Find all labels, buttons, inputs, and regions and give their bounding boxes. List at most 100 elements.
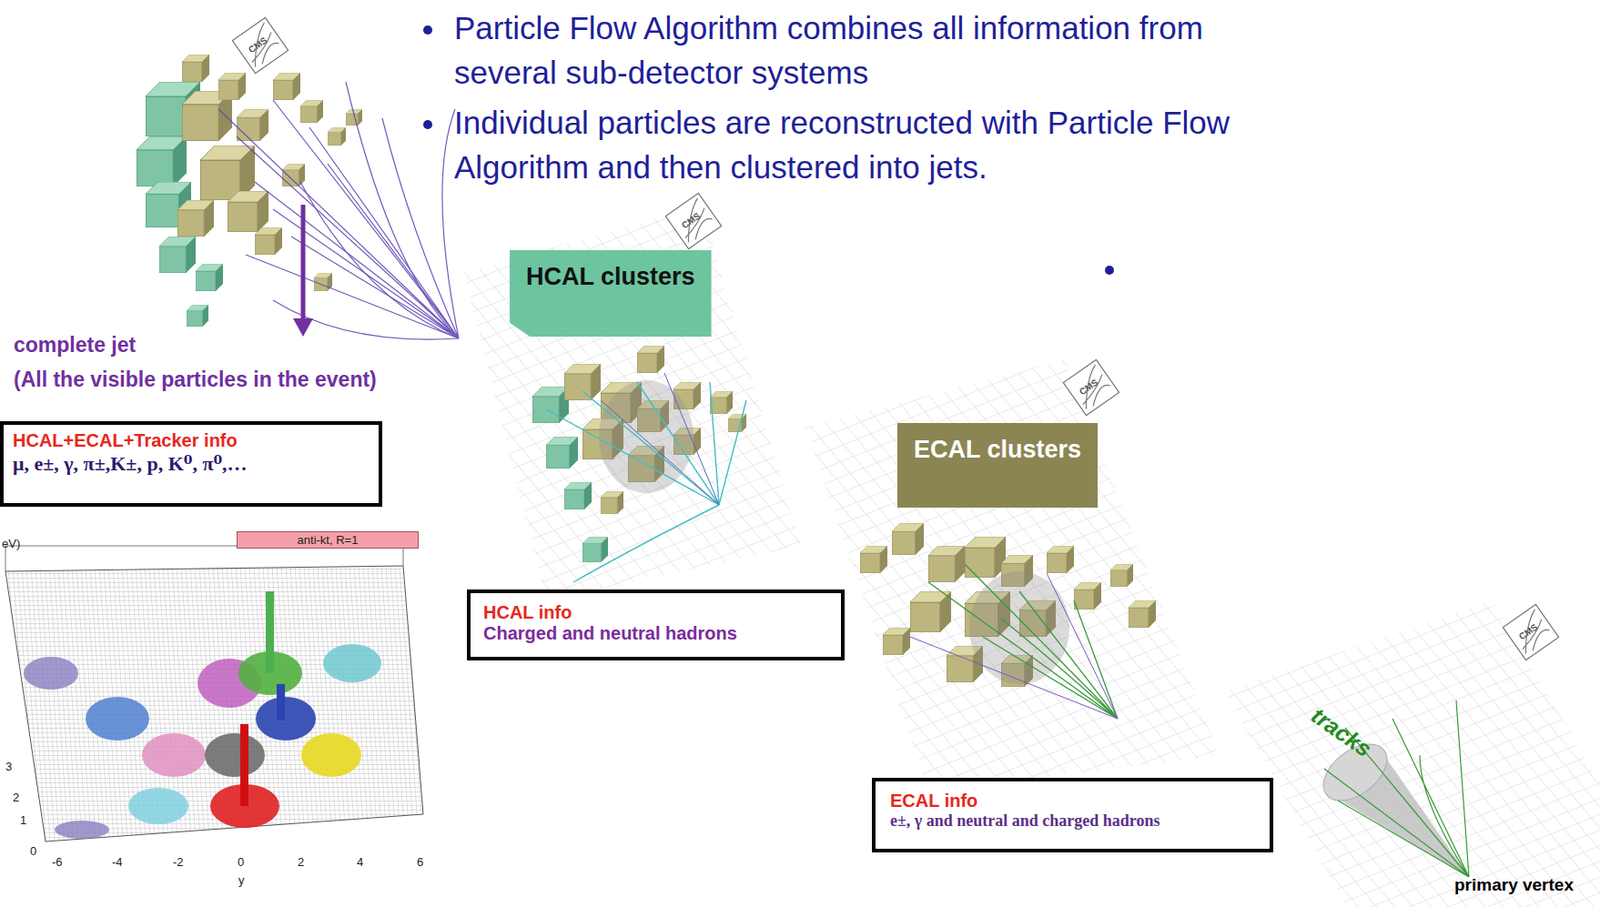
axis-tick: 2 <box>12 790 20 805</box>
axis-tick: 1 <box>20 813 27 828</box>
hcal-clusters-picture <box>564 364 601 401</box>
hcal-clusters-picture <box>564 482 592 510</box>
jet-towers <box>273 72 301 101</box>
hcal-clusters-picture <box>582 536 608 563</box>
lego-plot <box>276 684 285 721</box>
jet-arrow <box>293 318 314 337</box>
jet-arrow <box>301 204 306 321</box>
cms-logos <box>232 17 1559 660</box>
info-box: ECAL infoe±, γ and neutral and charged h… <box>871 778 1274 853</box>
ecal-clusters-picture <box>1110 564 1134 588</box>
hcal-clusters-picture <box>546 436 578 469</box>
jet-towers <box>182 54 210 82</box>
cms-logos <box>1063 359 1119 416</box>
bullet-text: Individual particles are reconstructed w… <box>454 100 1310 190</box>
lego-plot <box>23 657 79 690</box>
jet-towers <box>136 54 363 327</box>
cms-logos <box>237 22 284 69</box>
jet-tracks <box>218 100 459 339</box>
axis-tick: 4 <box>356 855 364 870</box>
axis-tick: -2 <box>172 855 184 870</box>
ecal-clusters-picture <box>1073 582 1102 610</box>
cms-logos <box>232 17 288 73</box>
jet-caption: (All the visible particles in the event) <box>11 367 379 393</box>
box-text: HCAL clusters <box>526 261 696 293</box>
lego-plot <box>323 644 382 683</box>
cms-logos <box>232 17 288 73</box>
hcal-clusters-picture <box>709 391 733 415</box>
box-text: Charged and neutral hadrons <box>483 623 829 645</box>
lego-plot <box>141 733 206 778</box>
lego-plot <box>5 566 424 842</box>
axis-tick: -6 <box>51 855 63 870</box>
axis-title: y <box>238 873 245 888</box>
cms-logos <box>665 192 721 249</box>
hcal-clusters-picture <box>600 491 624 515</box>
jet-towers <box>313 273 333 292</box>
bullet-text: Particle Flow Algorithm combines all inf… <box>454 5 1310 95</box>
lego-plot <box>54 820 110 840</box>
cms-logos <box>670 198 717 244</box>
cms-logos <box>1502 604 1559 660</box>
jet-towers <box>159 236 196 274</box>
cluster-label: ECAL clusters <box>897 423 1098 508</box>
ecal-clusters-picture <box>882 627 911 656</box>
lego-plot <box>85 697 150 741</box>
box-text: ECAL clusters <box>913 434 1082 466</box>
bullet-dots <box>1104 265 1114 275</box>
ecal-clusters-picture <box>964 536 1006 578</box>
jet-caption: complete jet <box>11 333 138 358</box>
jet-towers <box>195 263 223 292</box>
box-text: HCAL info <box>483 602 829 624</box>
axis-tick: 6 <box>416 855 424 870</box>
axis-tick: -4 <box>111 855 123 870</box>
ecal-clusters-picture <box>928 546 965 583</box>
cms-logos <box>1508 609 1554 656</box>
axis-tick: 2 <box>297 855 304 870</box>
cluster-label: HCAL clusters <box>509 250 712 337</box>
ecal-clusters-picture <box>891 523 924 556</box>
bullet-dots <box>423 25 433 35</box>
box-text: ECAL info <box>890 790 1256 812</box>
lego-plot <box>265 591 274 674</box>
hcal-clusters-picture <box>532 345 747 583</box>
box-text: μ, e±, γ, π±,K±, p, K⁰, π⁰,… <box>12 451 370 476</box>
axis-unit: eV) <box>1 536 21 551</box>
lego-plot <box>255 697 316 741</box>
detector-grids <box>1224 600 1600 907</box>
hcal-clusters-picture <box>546 382 747 583</box>
jet-towers <box>254 227 283 255</box>
ecal-clusters-picture <box>910 573 1118 719</box>
hcal-clusters-picture <box>600 373 719 506</box>
info-box: HCAL infoCharged and neutral hadrons <box>466 589 845 661</box>
hcal-clusters-picture <box>532 386 569 424</box>
lego-plot <box>240 724 249 807</box>
box-text: HCAL+ECAL+Tracker info <box>12 430 370 452</box>
ecal-clusters-picture <box>860 523 1156 719</box>
cms-logos <box>1063 359 1119 416</box>
jet-towers <box>227 191 269 233</box>
info-box: HCAL+ECAL+Tracker infoμ, e±, γ, π±,K±, p… <box>0 421 383 507</box>
jet-tracks <box>273 81 459 340</box>
ecal-clusters-picture <box>1046 546 1074 574</box>
ecal-clusters-picture <box>1128 600 1156 628</box>
cms-logos <box>1502 604 1559 660</box>
jet-towers <box>300 100 324 123</box>
axis-tick: 0 <box>30 844 37 859</box>
axis-tick: 0 <box>237 855 244 870</box>
lego-plot <box>128 788 189 825</box>
bullet-dots <box>423 120 433 130</box>
lego-plot <box>5 546 424 842</box>
lego-plot <box>204 733 265 778</box>
cms-logos <box>665 192 721 249</box>
jet-towers <box>218 72 246 101</box>
notched-shape <box>509 250 712 337</box>
axis-tick: 3 <box>5 759 12 774</box>
jet-towers <box>327 127 346 146</box>
ecal-clusters-picture <box>910 591 952 633</box>
detector-grids <box>464 204 801 601</box>
hcal-clusters-picture <box>598 380 694 494</box>
jet-towers <box>177 200 214 237</box>
jet-towers <box>136 136 187 187</box>
